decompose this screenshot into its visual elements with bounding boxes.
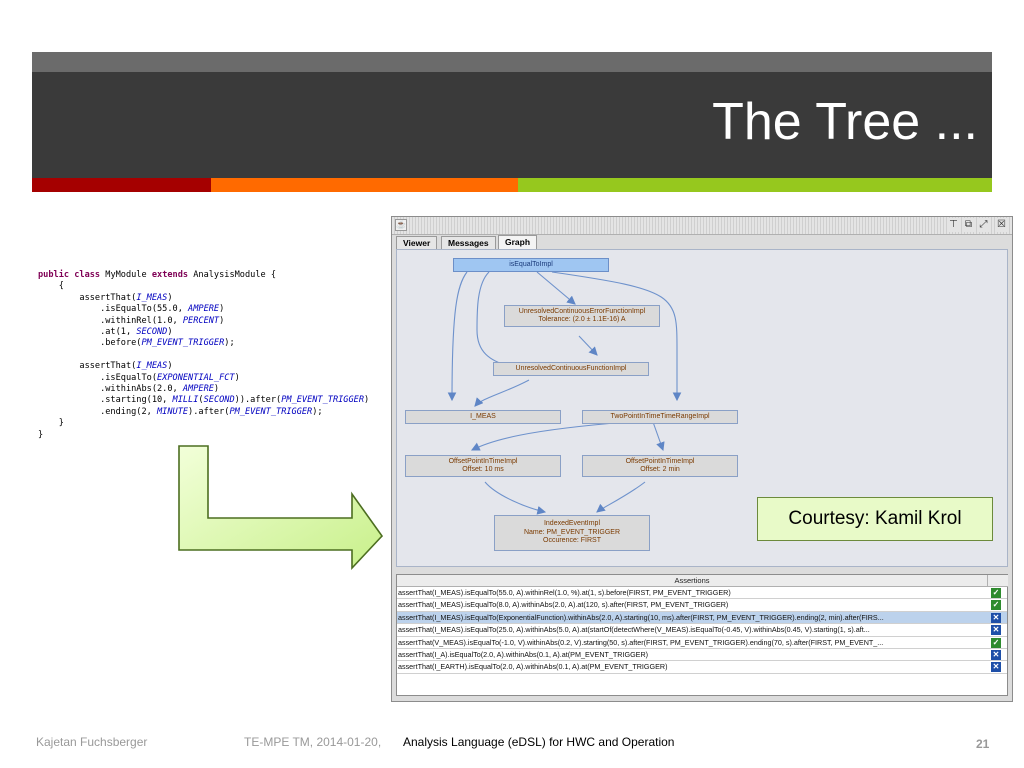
slide-title: The Tree ... (712, 93, 978, 151)
edge-twopoint-offset1 (471, 421, 628, 451)
courtesy-callout: Courtesy: Kamil Krol (757, 497, 993, 541)
analysis-window: ☕ ⊤ ⧉ ⤢ ☒ Viewer Messages Graph (391, 216, 1013, 702)
assertion-text: assertThat(I_MEAS).isEqualTo(Exponential… (398, 612, 884, 622)
accent-bar-green (518, 178, 992, 192)
app-icon: ☕ (395, 219, 407, 231)
node-label: UnresolvedContinuousErrorFunctionImpl (518, 307, 646, 315)
window-titlebar[interactable]: ☕ ⊤ ⧉ ⤢ ☒ (392, 217, 1012, 235)
node-detail: Occurence: FIRST (543, 537, 601, 545)
node-detail: Tolerance: (2.0 ± 1.1E-16) A (538, 316, 626, 323)
check-icon: ✓ (991, 637, 1001, 648)
node-detail: Name: PM_EVENT_TRIGGER (523, 528, 621, 536)
node-label: TwoPointInTimeTimeRangeImpl (610, 412, 710, 420)
edge-root-error (536, 271, 576, 305)
node-label: UnresolvedContinuousFunctionImpl (515, 364, 627, 372)
assertion-text: assertThat(I_MEAS).isEqualTo(25.0, A).wi… (398, 625, 870, 635)
assertions-table: Assertions assertThat(I_MEAS).isEqualTo(… (396, 574, 1008, 696)
edge-offset2-indexed (596, 481, 646, 513)
edge-twopoint-offset2 (652, 421, 665, 452)
graph-edges (447, 271, 682, 515)
pin-icon[interactable]: ⊤ (947, 218, 960, 232)
edge-root-unresolved (476, 271, 519, 371)
edge-offset1-indexed (484, 481, 547, 515)
assertion-text: assertThat(I_A).isEqualTo(2.0, A).within… (398, 650, 649, 659)
edge-root-twopoint (551, 271, 682, 402)
cross-icon: ✕ (991, 662, 1001, 673)
close-icon[interactable]: ☒ (995, 218, 1008, 232)
maximize-icon[interactable]: ⤢ (977, 218, 990, 232)
status-column-header (987, 575, 1008, 587)
table-row[interactable]: assertThat(I_MEAS).isEqualTo(25.0, A).wi… (397, 624, 1007, 637)
edge-root-imeas (447, 271, 468, 402)
graph-node-error-function[interactable]: UnresolvedContinuousErrorFunctionImpl To… (504, 305, 660, 327)
node-label: OffsetPointInTimeImpl (448, 457, 518, 465)
accent-bar-orange (211, 178, 518, 192)
edge-unresolved-imeas (474, 379, 530, 407)
table-row[interactable]: assertThat(V_MEAS).isEqualTo(-1.0, V).wi… (397, 637, 1007, 649)
assertions-header: Assertions (397, 575, 987, 587)
table-row[interactable]: assertThat(I_MEAS).isEqualTo(Exponential… (397, 611, 1007, 625)
graph-node-imeas[interactable]: I_MEAS (405, 410, 561, 424)
table-row[interactable]: assertThat(I_A).isEqualTo(2.0, A).within… (397, 649, 1007, 662)
footer-topic: Analysis Language (eDSL) for HWC and Ope… (403, 735, 675, 749)
tab-graph[interactable]: Graph (498, 235, 538, 251)
assertion-text: assertThat(I_MEAS).isEqualTo(8.0, A).wit… (398, 600, 729, 610)
graph-node-twopoint[interactable]: TwoPointInTimeTimeRangeImpl (582, 410, 738, 424)
minimize-icon[interactable]: ⧉ (962, 218, 975, 232)
footer-author: Kajetan Fuchsberger (36, 735, 148, 749)
cross-icon: ✕ (991, 650, 1001, 660)
arrow-right-icon (178, 445, 384, 570)
tab-viewer[interactable]: Viewer (396, 236, 438, 250)
table-row[interactable]: assertThat(I_MEAS).isEqualTo(8.0, A).wit… (397, 599, 1007, 612)
header-top-strip (32, 52, 992, 72)
code-listing: public class MyModule extends AnalysisMo… (38, 270, 370, 440)
graph-node-unresolved-function[interactable]: UnresolvedContinuousFunctionImpl (493, 362, 649, 376)
node-label: OffsetPointInTimeImpl (625, 457, 695, 465)
tab-messages[interactable]: Messages (441, 236, 496, 250)
table-row[interactable]: assertThat(I_EARTH).isEqualTo(2.0, A).wi… (397, 661, 1007, 674)
node-label: I_MEAS (470, 412, 496, 420)
assertion-text: assertThat(V_MEAS).isEqualTo(-1.0, V).wi… (398, 637, 884, 647)
footer-event: TE-MPE TM, 2014-01-20, (244, 735, 382, 749)
check-icon: ✓ (991, 600, 1001, 611)
graph-pane[interactable]: isEqualToImpl UnresolvedContinuousErrorF… (396, 249, 1008, 567)
node-detail: Offset: 2 min (640, 466, 680, 473)
node-label: isEqualToImpl (509, 260, 553, 268)
assertion-text: assertThat(I_EARTH).isEqualTo(2.0, A).wi… (398, 662, 668, 672)
edge-error-unresolved (578, 335, 598, 356)
table-row[interactable]: assertThat(I_MEAS).isEqualTo(55.0, A).wi… (397, 587, 1007, 600)
cross-icon: ✕ (991, 612, 1001, 623)
graph-node-offset-2min[interactable]: OffsetPointInTimeImpl Offset: 2 min (582, 455, 738, 477)
page-number: 21 (976, 737, 990, 751)
graph-node-offset-10ms[interactable]: OffsetPointInTimeImpl Offset: 10 ms (405, 455, 561, 477)
header-band (32, 72, 992, 178)
graph-node-indexed-event[interactable]: IndexedEventImpl Name: PM_EVENT_TRIGGER … (494, 515, 650, 551)
node-label: IndexedEventImpl (543, 520, 601, 528)
graph-node-root[interactable]: isEqualToImpl (453, 258, 609, 272)
accent-bar-red (32, 178, 211, 192)
node-detail: Offset: 10 ms (462, 466, 504, 473)
cross-icon: ✕ (991, 625, 1001, 636)
assertion-text: assertThat(I_MEAS).isEqualTo(55.0, A).wi… (398, 588, 731, 597)
check-icon: ✓ (991, 588, 1001, 598)
